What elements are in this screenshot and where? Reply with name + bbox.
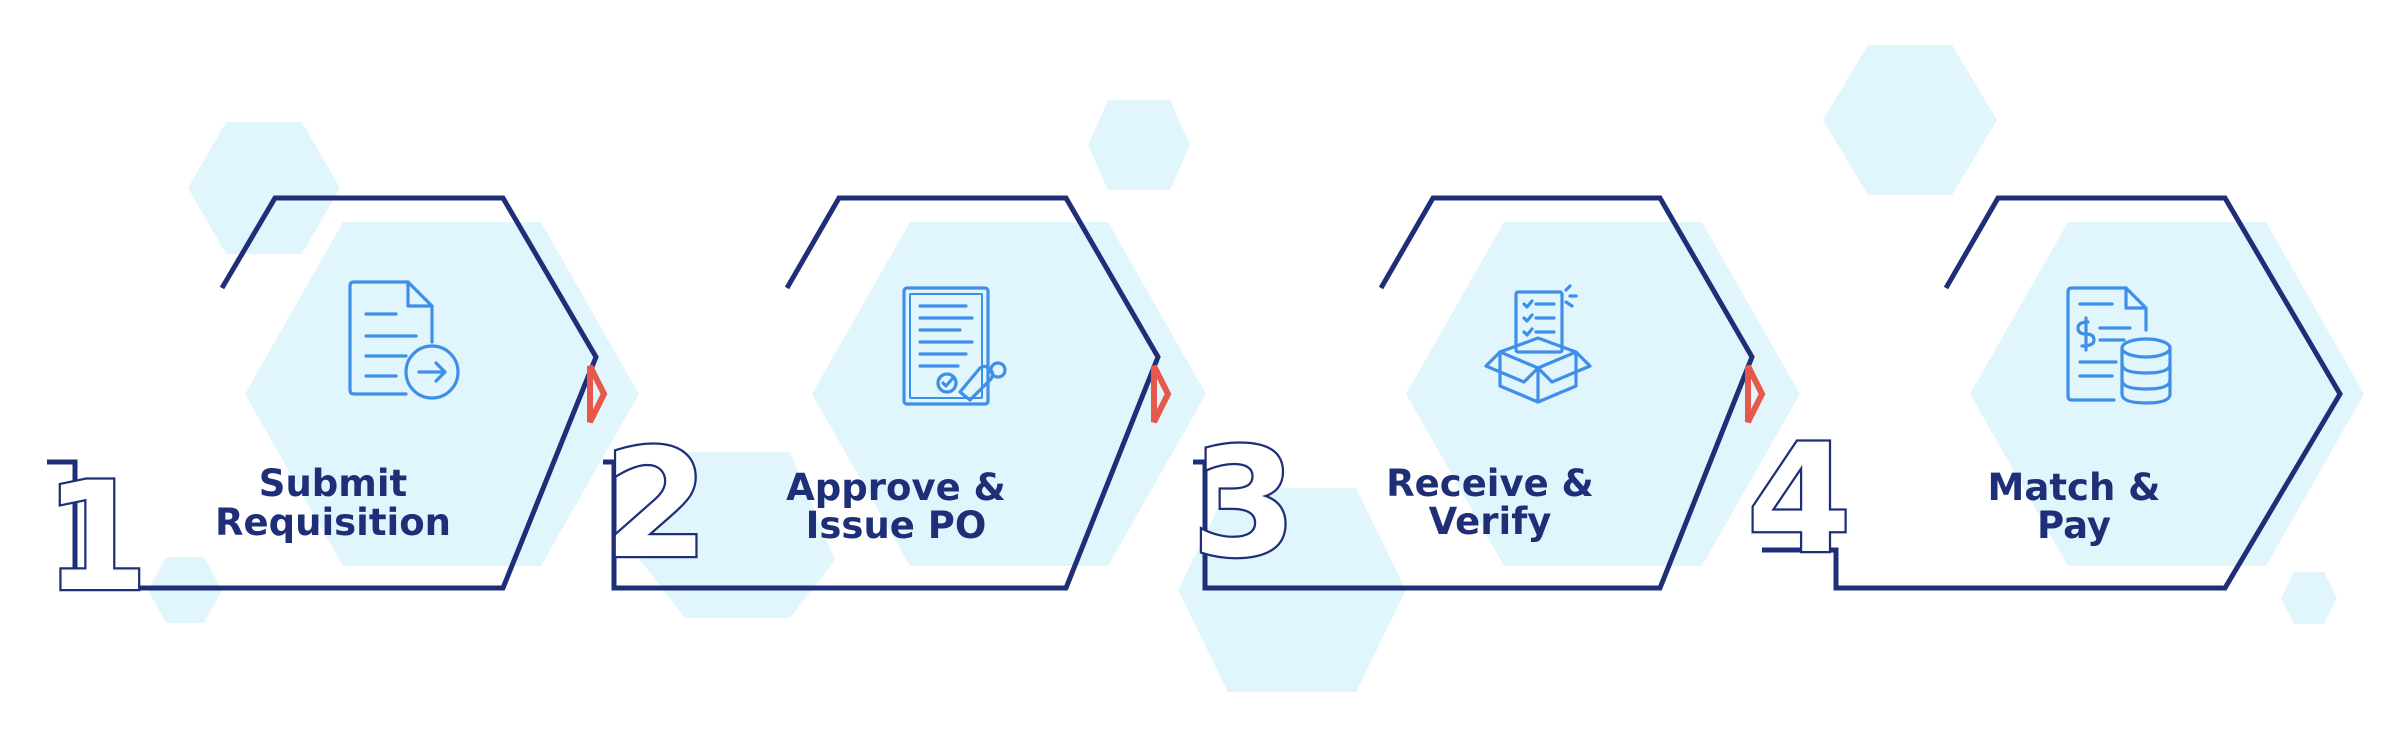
background-hexagons [148,45,2337,692]
step-label: Requisition [215,501,451,544]
step-4: 4 Match & Pay [1745,195,2364,591]
step-label: Issue PO [806,504,987,547]
step-hexagon [1970,222,2364,566]
chevron-right-icon [1745,364,1766,424]
steps-layer: 1 Submit Requisition 2 [42,195,2364,627]
step-label: Pay [2037,504,2111,547]
step-outline [47,195,599,591]
step-number: 2 [604,418,708,592]
approved-contract-icon [902,286,1007,406]
step-label: Verify [1429,500,1552,543]
decor-hexagon [2281,572,2337,624]
step-number: 1 [44,451,148,625]
step-label: Match & [1988,466,2161,509]
decor-hexagon [640,452,835,618]
step-hexagon [245,222,639,566]
step-outline [1762,195,2343,591]
step-1: 1 Submit Requisition [42,195,639,627]
decor-hexagon [1823,45,1997,195]
step-number: 3 [1192,417,1296,591]
step-number: 4 [1747,413,1851,587]
step-outline [603,195,1161,591]
step-label: Receive & [1386,462,1594,505]
decor-hexagon [188,122,340,254]
step-2: 2 Approve & Issue PO [602,195,1206,594]
invoice-coins-icon [2066,286,2172,405]
chevron-right-icon [1151,364,1172,424]
step-outline [1193,195,1755,591]
chevron-right-icon [587,364,608,424]
decor-hexagon [1088,100,1190,190]
document-arrow-icon [348,280,460,400]
step-label: Submit [259,462,407,505]
checklist-box-icon [1484,284,1592,404]
step-label: Approve & [786,466,1006,509]
step-3: 3 Receive & Verify [1190,195,1800,593]
